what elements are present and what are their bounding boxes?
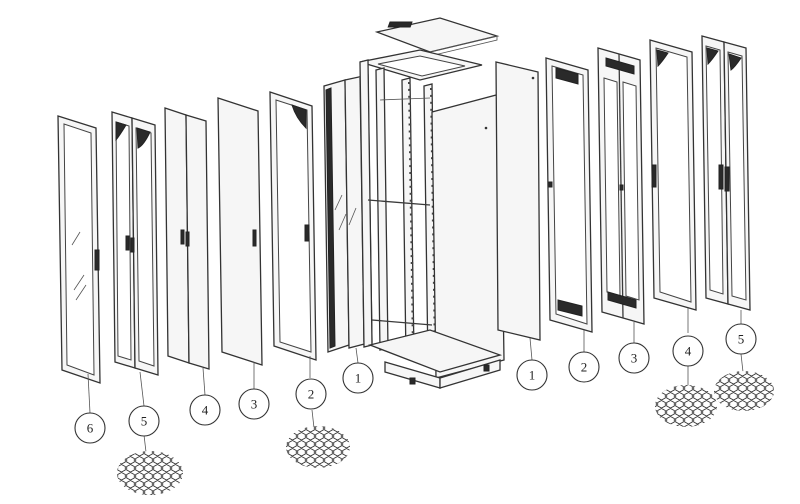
svg-text:4: 4	[685, 344, 692, 359]
callout-labels: 6 5 4 3 2 1 1 2 3 4 5	[74, 323, 757, 444]
door-glass-single	[57, 115, 101, 384]
rail-hole	[408, 95, 411, 98]
callout-3-rear: 3	[618, 342, 650, 374]
rear-door-mesh	[649, 39, 697, 311]
rail-hole	[409, 213, 413, 216]
rear-door-double-vented	[597, 47, 645, 325]
rail-hole	[410, 248, 413, 251]
mesh-swatch-door-5	[117, 451, 183, 495]
rail-hole	[408, 82, 411, 84]
rail-hole	[410, 262, 414, 264]
callout-1-right: 1	[516, 359, 548, 391]
rear-door-double-mesh	[701, 35, 751, 311]
svg-text:1: 1	[355, 371, 362, 386]
svg-text:3: 3	[251, 397, 258, 412]
door-glass-double	[111, 111, 159, 376]
rail-hole	[411, 289, 414, 292]
mesh-swatch-rear-5	[714, 371, 774, 411]
rail-hole	[410, 275, 414, 278]
svg-text:3: 3	[631, 351, 638, 366]
callout-5-rear: 5	[725, 323, 757, 355]
svg-text:6: 6	[87, 421, 94, 436]
svg-text:2: 2	[581, 360, 588, 375]
rail-hole	[410, 234, 413, 237]
rail-hole	[408, 116, 411, 119]
callout-3: 3	[238, 388, 270, 420]
rear-door-vented	[545, 57, 593, 333]
rail-hole	[411, 282, 414, 285]
door-solid-double	[164, 107, 210, 370]
svg-text:2: 2	[308, 387, 315, 402]
rail-hole	[411, 296, 414, 299]
rail-hole	[410, 220, 413, 223]
rail-hole	[408, 88, 411, 91]
rail-hole	[411, 310, 414, 313]
door-perforated-front	[269, 91, 317, 361]
callout-1-left: 1	[342, 362, 374, 394]
svg-text:4: 4	[202, 403, 209, 418]
rail-hole	[430, 108, 433, 111]
rail-hole	[408, 144, 412, 147]
svg-text:5: 5	[738, 332, 745, 347]
rail-hole	[410, 268, 414, 271]
rail-hole	[411, 317, 414, 320]
mesh-swatch-door-2	[286, 426, 350, 468]
leader-lines	[87, 308, 744, 453]
svg-text:1: 1	[529, 368, 536, 383]
rail-hole	[409, 192, 413, 195]
mesh-swatch-rear-4	[655, 385, 717, 427]
rail-hole	[430, 94, 433, 97]
rail-hole	[408, 109, 411, 112]
rail-hole	[408, 102, 411, 105]
rail-hole	[409, 206, 413, 209]
rail-hole	[408, 137, 412, 140]
callout-2: 2	[295, 378, 327, 410]
rail-hole	[411, 303, 414, 306]
rail-hole	[410, 227, 413, 230]
callout-2-rear: 2	[568, 351, 600, 383]
rail-hole	[409, 158, 412, 161]
callout-4: 4	[189, 394, 221, 426]
svg-text:5: 5	[141, 414, 148, 429]
rail-hole	[409, 185, 412, 188]
door-solid-single	[217, 97, 263, 366]
rail-hole	[411, 324, 415, 327]
callout-4-rear: 4	[672, 335, 704, 367]
rail-hole	[409, 172, 412, 174]
rail-hole	[408, 130, 412, 133]
rail-hole	[411, 331, 415, 334]
callout-6: 6	[74, 412, 106, 444]
rail-hole	[430, 88, 433, 90]
rail-hole	[430, 101, 433, 104]
cabinet-frame	[359, 17, 505, 389]
rail-hole	[410, 255, 414, 258]
rail-hole	[410, 241, 413, 244]
rail-hole	[409, 165, 412, 168]
rail-hole	[409, 199, 413, 202]
callout-5: 5	[128, 405, 160, 437]
rail-hole	[409, 178, 412, 181]
rail-hole	[409, 151, 412, 154]
side-panel-right	[495, 61, 541, 341]
rail-hole	[408, 123, 412, 126]
